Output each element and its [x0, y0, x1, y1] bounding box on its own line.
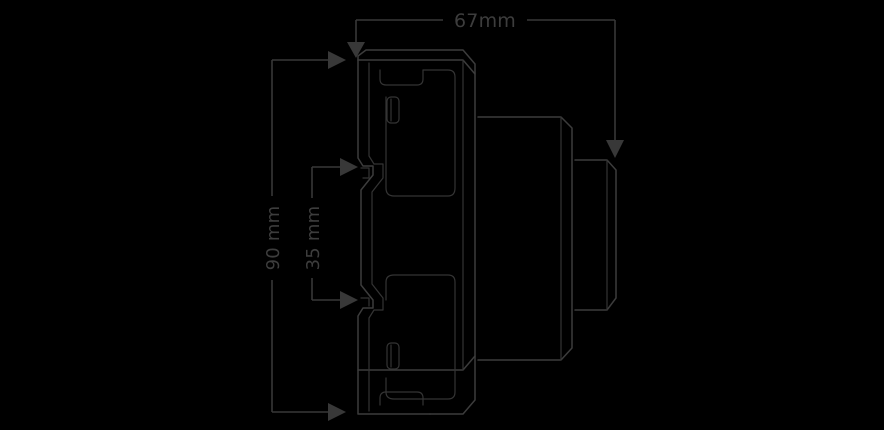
- main-body-bottom-outer: [429, 355, 476, 415]
- main-body-top-outer: [357, 49, 476, 75]
- dimension-height-35mm: 35 mm: [303, 158, 358, 309]
- mount-block-secondary: [574, 159, 617, 311]
- dimension-width-67mm: 67mm: [347, 10, 624, 158]
- part-geometry: [357, 49, 617, 415]
- main-body-left-profile-inner: [368, 62, 384, 412]
- dim-h35-top-arrowhead: [340, 158, 358, 176]
- dimension-height-90mm: 90 mm: [263, 51, 346, 421]
- dim-width-label: 67mm: [454, 10, 516, 32]
- dim-h90-bottom-arrowhead: [328, 403, 346, 421]
- main-body-outer-right: [357, 59, 476, 371]
- main-body-left-profile-outer: [357, 59, 431, 415]
- dim-h35-bottom-arrowhead: [340, 291, 358, 309]
- bezel-lower-notch: [379, 391, 424, 406]
- dim-h90-label: 90 mm: [263, 206, 284, 271]
- mount-block-primary: [477, 116, 573, 361]
- dim-width-right-arrowhead: [606, 140, 624, 158]
- slot-upper: [386, 96, 400, 124]
- bezel-lower-panel: [385, 274, 456, 400]
- bezel-upper-panel: [385, 69, 456, 197]
- dim-h90-top-arrowhead: [328, 51, 346, 69]
- slot-lower: [386, 342, 400, 370]
- bezel-upper-notch: [379, 69, 424, 86]
- left-step-tab-upper: [360, 167, 370, 179]
- dim-h35-label: 35 mm: [303, 206, 324, 271]
- left-step-tab-lower: [360, 297, 370, 307]
- dim-width-left-arrowhead: [347, 42, 365, 58]
